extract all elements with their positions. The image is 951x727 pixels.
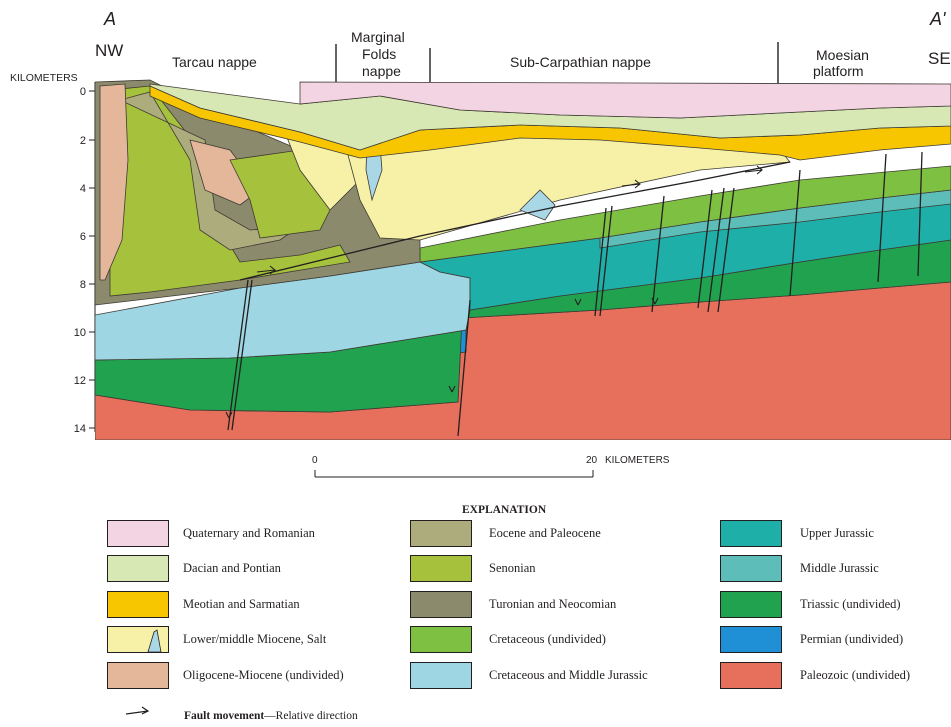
depth-axis-ticks xyxy=(89,90,95,429)
swatch-miocene-salt xyxy=(107,626,169,653)
profile-end-right: A' xyxy=(929,9,946,29)
swatch-oligocene-miocene xyxy=(107,662,169,689)
explanation-title: EXPLANATION xyxy=(462,504,547,516)
legend-label-upper-jurassic: Upper Jurassic xyxy=(800,526,874,540)
layer-oligocene-fold-a xyxy=(99,83,129,281)
swatch-meotian-sarmatian xyxy=(107,591,169,618)
unit-label-moesian-2: platform xyxy=(813,63,864,79)
unit-label-subcarpathian: Sub-Carpathian nappe xyxy=(510,54,651,70)
legend-label-miocene-salt: Lower/middle Miocene, Salt xyxy=(183,632,327,646)
depth-tick-10: 10 xyxy=(74,327,86,339)
swatch-senonian xyxy=(410,555,472,582)
fault-lines xyxy=(227,151,923,437)
unit-label-tarcau: Tarcau nappe xyxy=(172,54,257,70)
fault-movement-key: Fault movement—Relative direction xyxy=(184,710,358,722)
profile-end-left: A xyxy=(103,9,116,29)
swatch-permian xyxy=(720,626,782,653)
fault-arrows xyxy=(225,165,763,419)
unit-boundary-ticks xyxy=(335,42,779,83)
swatch-cretaceous-undivided xyxy=(410,626,472,653)
legend-label-triassic: Triassic (undivided) xyxy=(800,597,901,611)
legend-label-quaternary-romanian: Quaternary and Romanian xyxy=(183,526,315,540)
scale-end: 20 xyxy=(586,455,598,466)
legend-label-dacian-pontian: Dacian and Pontian xyxy=(183,561,281,575)
unit-label-marginal-2: Folds xyxy=(362,46,396,62)
swatch-middle-jurassic xyxy=(720,555,782,582)
salt-symbol-icon xyxy=(147,629,162,652)
swatch-triassic xyxy=(720,591,782,618)
depth-tick-8: 8 xyxy=(80,279,86,291)
direction-right: SE xyxy=(928,49,951,68)
depth-axis-title: KILOMETERS xyxy=(10,72,78,84)
legend-label-permian: Permian (undivided) xyxy=(800,632,904,646)
unit-label-moesian-1: Moesian xyxy=(816,47,869,63)
legend-label-oligocene-miocene: Oligocene-Miocene (undivided) xyxy=(183,668,344,682)
legend-label-turonian-neocomian: Turonian and Neocomian xyxy=(489,597,617,611)
layer-cretaceous-platform xyxy=(419,165,951,263)
legend-label-middle-jurassic: Middle Jurassic xyxy=(800,561,879,575)
unit-label-marginal-1: Marginal xyxy=(351,29,405,45)
scale-start: 0 xyxy=(312,455,318,466)
legend-label-eocene-paleocene: Eocene and Paleocene xyxy=(489,526,601,540)
depth-tick-6: 6 xyxy=(80,231,86,243)
swatch-eocene-paleocene xyxy=(410,520,472,547)
section-strata xyxy=(95,79,951,440)
swatch-upper-jurassic xyxy=(720,520,782,547)
direction-left: NW xyxy=(95,41,123,60)
scale-bar: 0 20 KILOMETERS xyxy=(312,455,670,478)
swatch-paleozoic xyxy=(720,662,782,689)
swatch-cretaceous-middle-jurassic xyxy=(410,662,472,689)
fault-movement-dash: — xyxy=(264,710,276,722)
geologic-cross-section: A A' NW SE Tarcau nappe Marginal Folds n… xyxy=(10,9,951,478)
depth-tick-14: 14 xyxy=(74,423,86,435)
layer-quaternary-romanian xyxy=(299,81,951,119)
fault-movement-note: Relative direction xyxy=(275,710,358,722)
legend-label-paleozoic: Paleozoic (undivided) xyxy=(800,668,911,682)
depth-tick-4: 4 xyxy=(80,183,86,195)
swatch-dacian-pontian xyxy=(107,555,169,582)
legend-label-cretaceous-middle-jurassic: Cretaceous and Middle Jurassic xyxy=(489,668,648,682)
legend-label-cretaceous-undivided: Cretaceous (undivided) xyxy=(489,632,606,646)
scale-unit: KILOMETERS xyxy=(605,455,670,466)
unit-label-marginal-3: nappe xyxy=(362,63,401,79)
depth-tick-12: 12 xyxy=(74,375,86,387)
depth-tick-2: 2 xyxy=(80,135,86,147)
depth-tick-0: 0 xyxy=(80,86,86,98)
legend-label-senonian: Senonian xyxy=(489,561,536,575)
legend-label-meotian-sarmatian: Meotian and Sarmatian xyxy=(183,597,300,611)
depth-tick-labels: 0 2 4 6 8 10 12 14 xyxy=(74,86,86,435)
fault-movement-label: Fault movement xyxy=(184,710,265,722)
swatch-quaternary-romanian xyxy=(107,520,169,547)
swatch-turonian-neocomian xyxy=(410,591,472,618)
fault-movement-arrow-icon xyxy=(125,706,150,715)
